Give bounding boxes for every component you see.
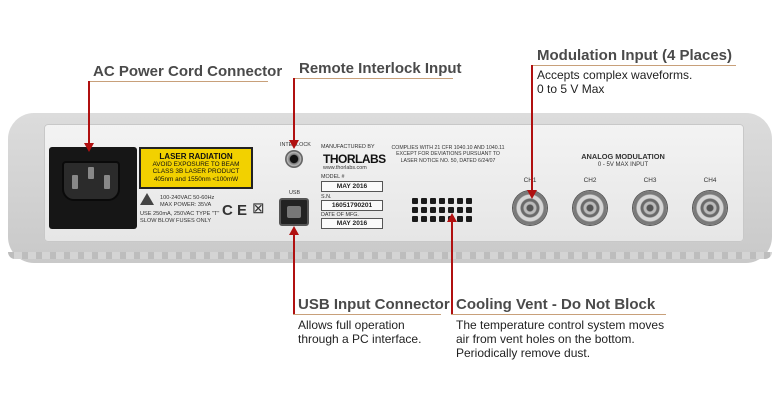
usb-port-inner	[287, 206, 301, 218]
ce-mark-icon: C E	[222, 202, 248, 219]
power-rating-line1: 100-240VAC 50-60Hz	[160, 195, 215, 201]
ch2-label: CH2	[583, 177, 597, 184]
remote-interlock-callout-title: Remote Interlock Input	[299, 60, 462, 77]
vent-hole	[466, 207, 472, 213]
compliance-line2: EXCEPT FOR DEVIATIONS PURSUANT TO	[396, 151, 500, 158]
weee-bin-icon: ⊠	[252, 200, 265, 217]
warning-triangle-icon	[140, 193, 154, 205]
vent-hole	[439, 207, 445, 213]
vent-hole	[439, 216, 445, 222]
vent-hole	[412, 198, 418, 204]
power-pin-left	[72, 175, 78, 189]
thorlabs-logo: THORLABS	[323, 152, 386, 166]
remote-interlock-jack[interactable]	[285, 150, 303, 168]
power-rating-line4: SLOW BLOW FUSES ONLY	[140, 218, 212, 224]
vent-hole	[457, 198, 463, 204]
model-value: MAY 2016	[321, 181, 383, 192]
vent-hole	[457, 216, 463, 222]
vent-hole	[466, 198, 472, 204]
device-shell-ribs	[8, 252, 772, 259]
usb-leader	[293, 232, 295, 314]
ac-power-callout-title: AC Power Cord Connector	[93, 63, 283, 80]
cooling-arrow-icon	[447, 213, 457, 222]
analog-modulation-title: ANALOG MODULATION	[581, 152, 665, 161]
laser-label-line2: CLASS 3B LASER PRODUCT	[152, 168, 240, 176]
date-label: DATE OF MFG.	[321, 212, 359, 218]
cooling-desc-line2: air from vent holes on the bottom.	[456, 332, 635, 346]
date-value: MAY 2016	[321, 218, 383, 229]
vent-hole	[457, 207, 463, 213]
power-rating-line2: MAX POWER: 35VA	[160, 202, 212, 208]
modulation-leader	[531, 65, 533, 192]
usb-callout-title: USB Input Connector	[298, 296, 450, 313]
cooling-underline	[451, 314, 666, 315]
cooling-callout-title: Cooling Vent - Do Not Block	[456, 296, 656, 313]
compliance-line1: COMPLIES WITH 21 CFR 1040.10 AND 1040.11	[391, 145, 505, 151]
laser-label-line1: AVOID EXPOSURE TO BEAM	[152, 161, 240, 168]
vent-hole	[439, 198, 445, 204]
power-pin-right	[104, 175, 110, 189]
vent-hole	[412, 207, 418, 213]
serial-label: S.N.	[321, 194, 332, 200]
serial-value: 16051790201	[321, 200, 383, 211]
compliance-line3: LASER NOTICE NO. 50, DATED 6/24/07	[400, 157, 496, 164]
power-rating-line3: USE 250mA, 250VAC TYPE "T"	[140, 211, 220, 217]
ch2-bnc-connector[interactable]	[573, 191, 607, 225]
compliance-statement: COMPLIES WITH 21 CFR 1040.10 AND 1040.11…	[386, 145, 510, 164]
usb-arrow-icon	[289, 226, 299, 235]
modulation-callout-title: Modulation Input (4 Places)	[537, 47, 733, 64]
laser-label-title: LASER RADIATION	[159, 152, 233, 161]
usb-desc-line2: through a PC interface.	[298, 332, 422, 346]
analog-modulation-subtitle: 0 - 5V MAX INPUT	[597, 162, 649, 168]
modulation-underline	[531, 65, 736, 66]
cooling-desc-line1: The temperature control system moves	[456, 318, 665, 332]
vent-hole	[448, 207, 454, 213]
laser-label-line3: 405nm and 1550nm <100mW	[153, 175, 239, 183]
ch4-bnc-connector[interactable]	[693, 191, 727, 225]
manufacturer-label: MANUFACTURED BY	[321, 144, 375, 150]
vent-hole	[421, 216, 427, 222]
remote-interlock-underline	[293, 78, 453, 79]
vent-hole	[421, 207, 427, 213]
manufacturer-url: www.thorlabs.com	[323, 165, 367, 171]
vent-hole	[466, 216, 472, 222]
vent-hole	[430, 207, 436, 213]
vent-hole	[448, 198, 454, 204]
laser-radiation-label: LASER RADIATION AVOID EXPOSURE TO BEAM C…	[139, 147, 253, 189]
vent-hole	[430, 216, 436, 222]
cooling-desc-line3: Periodically remove dust.	[456, 346, 591, 360]
ac-power-arrow-icon	[84, 143, 94, 152]
ch4-label: CH4	[703, 177, 717, 184]
cooling-leader	[451, 219, 453, 314]
usb-desc-line1: Allows full operation	[298, 318, 405, 332]
interlock-leader	[293, 78, 295, 142]
model-label: MODEL #	[321, 174, 345, 180]
vent-hole	[421, 198, 427, 204]
vent-hole	[430, 198, 436, 204]
ch3-bnc-connector[interactable]	[633, 191, 667, 225]
modulation-desc-line1: Accepts complex waveforms.	[537, 68, 693, 82]
power-pin-center	[88, 167, 94, 179]
ch3-label: CH3	[643, 177, 657, 184]
modulation-desc-line2: 0 to 5 V Max	[537, 82, 605, 96]
ac-power-leader	[88, 81, 90, 145]
vent-hole	[412, 216, 418, 222]
ch1-label: CH1	[523, 177, 537, 184]
usb-underline	[293, 314, 441, 315]
usb-port[interactable]	[279, 198, 309, 226]
ac-power-underline	[88, 81, 268, 82]
interlock-arrow-icon	[289, 140, 299, 149]
modulation-arrow-icon	[527, 190, 537, 199]
usb-label: USB	[289, 190, 301, 196]
